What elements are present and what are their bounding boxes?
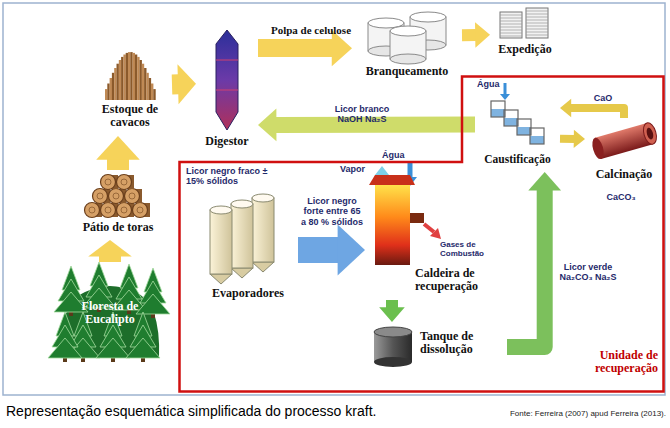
edge-label: Licor branco NaOH Na₂S <box>330 104 394 125</box>
caption: Representação esquemática simplificada d… <box>6 403 446 419</box>
node-label: Expedição <box>490 43 560 56</box>
edge-label: CaO <box>588 93 618 103</box>
flow-arrow <box>298 225 365 276</box>
evaporators: Evaporadores <box>198 192 298 308</box>
frame <box>3 3 665 395</box>
digester: Digestor <box>196 30 258 155</box>
flow-arrow <box>462 22 490 48</box>
arrow-head <box>88 240 132 257</box>
node-label: Pátio de toras <box>72 221 164 234</box>
flow-arrow <box>507 172 561 347</box>
edge-label: Polpa de celulose <box>270 24 352 37</box>
chip-pile: Estoque de cavacos <box>88 50 172 136</box>
flow-note: Água <box>382 150 408 160</box>
recovery-boiler-icon <box>365 175 427 265</box>
log-yard-icon <box>80 170 152 218</box>
node-label: Caldeira de recuperação <box>415 267 510 293</box>
node-label: Estoque de cavacos <box>88 103 172 129</box>
node-label: Branqueamento <box>352 65 462 78</box>
source-note: Fonte: Ferreira (2007) apud Ferreira (20… <box>440 409 666 418</box>
arrow-head <box>528 172 561 190</box>
lime-kiln-icon <box>589 118 659 164</box>
arrow-head <box>475 22 490 48</box>
flow-band <box>507 189 545 347</box>
flow-arrow <box>88 240 132 262</box>
shipping: Expedição <box>490 4 560 60</box>
dissolving-tank-icon <box>372 324 414 368</box>
flow-band <box>560 135 575 143</box>
flow-band <box>298 237 339 263</box>
flow-band <box>258 39 333 57</box>
node-label: Floresta de Eucalipto <box>69 300 151 326</box>
bleaching: Branqueamento <box>352 10 462 82</box>
flow-band <box>107 159 129 170</box>
flow-arrow <box>560 99 624 118</box>
node-label: Evaporadores <box>198 287 298 300</box>
flow-note: Licor negro fraco ± 15% sólidos <box>186 166 278 187</box>
edge-label: CaCO₃ <box>601 192 641 202</box>
arrow-head <box>338 225 365 276</box>
node-label: Unidade de recuperação <box>570 349 658 375</box>
lime-kiln: Calcinação <box>585 118 663 188</box>
flow-arrow <box>560 130 585 148</box>
evaporators-icon <box>208 192 278 282</box>
edge-label: Licor negro forte entre 65 a 80 % sólido… <box>300 196 364 227</box>
recovery-unit: Unidade de recuperação CaustificaçãoCalci… <box>178 75 665 393</box>
causticizing-icon <box>487 98 547 148</box>
node-label: Calcinação <box>585 168 663 181</box>
arrow-head <box>560 99 571 117</box>
arrow-head <box>177 64 196 104</box>
dissolving-tank: Tanque de dissolução <box>372 322 507 372</box>
flow-band <box>462 29 476 41</box>
flow-arrow <box>172 64 196 104</box>
edge-label: Licor verde Na₂CO₃ Na₂S <box>557 262 619 283</box>
flow-band <box>570 108 624 118</box>
flow-note: Vapor <box>340 164 374 174</box>
arrow-head <box>574 130 585 148</box>
arrow-head <box>379 307 405 322</box>
node-label: Digestor <box>196 135 258 148</box>
log-yard: Pátio de toras <box>72 170 164 240</box>
chip-pile-icon <box>102 50 158 100</box>
digester-icon <box>214 30 240 130</box>
arrow-head <box>96 136 140 160</box>
flue-gas-arrow <box>424 224 441 239</box>
flow-note: Água <box>477 79 503 89</box>
flow-arrow <box>96 136 140 170</box>
shipping-icon <box>498 4 552 40</box>
flow-note: Gases de Combustão <box>440 240 494 258</box>
node-label: Caustificação <box>475 153 560 166</box>
flow-band <box>386 300 398 308</box>
causticizing: Caustificação <box>475 98 560 172</box>
node-label: Tanque de dissolução <box>420 330 507 356</box>
arrow-head <box>258 109 276 142</box>
forest: Floresta de Eucalipto <box>55 262 165 362</box>
water-inlet-arrow <box>500 83 510 100</box>
flow-arrow <box>379 300 405 322</box>
bleaching-icon <box>362 10 452 62</box>
recovery-boiler: Caldeira de recuperação <box>365 175 510 300</box>
